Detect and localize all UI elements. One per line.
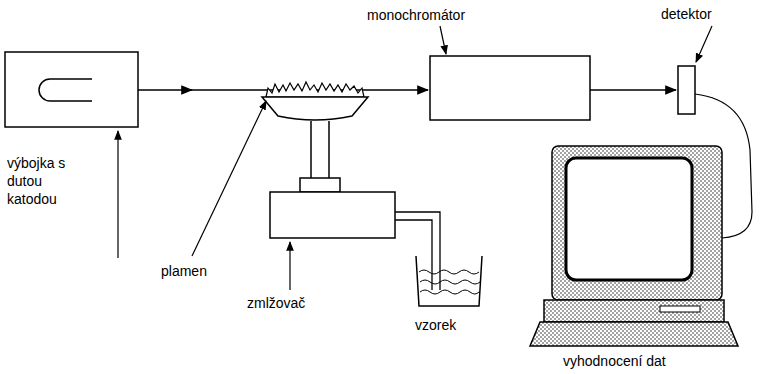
monitor	[552, 146, 722, 300]
computer-case	[544, 300, 724, 322]
burner-head	[262, 97, 368, 120]
part-label: výbojka s dutou katodou	[6, 154, 86, 208]
sample-liquid	[420, 290, 479, 294]
beaker	[416, 256, 482, 306]
light-beam	[138, 89, 192, 91]
sample-liquid	[420, 280, 480, 284]
part-label: vyhodnocení dat	[562, 352, 667, 370]
part-label: detektor	[660, 5, 713, 23]
light-beam	[590, 89, 676, 91]
part-label: plamen	[160, 262, 208, 280]
monitor-screen	[566, 158, 692, 280]
keyboard	[530, 322, 738, 346]
part-label: zmlžovač	[246, 294, 306, 312]
leader-arrow	[289, 242, 290, 290]
lamp-housing	[5, 52, 138, 127]
nebulizer-box	[270, 192, 395, 238]
leader-arrow	[440, 26, 446, 54]
part-label: vzorek	[414, 316, 457, 334]
leader-arrow	[117, 131, 118, 258]
burner-stem	[310, 121, 312, 178]
sample-tube	[395, 220, 432, 290]
monochromator-box	[430, 56, 590, 120]
disk-drive	[660, 306, 700, 312]
sample-liquid	[419, 270, 479, 274]
part-label: monochromátor	[366, 6, 466, 24]
hollow-cathode	[39, 79, 92, 101]
burner-stem	[328, 121, 330, 178]
burner-base	[300, 178, 340, 192]
flame	[266, 82, 364, 97]
leader-arrow	[192, 101, 266, 256]
detector	[678, 66, 695, 114]
leader-arrow	[696, 26, 712, 62]
